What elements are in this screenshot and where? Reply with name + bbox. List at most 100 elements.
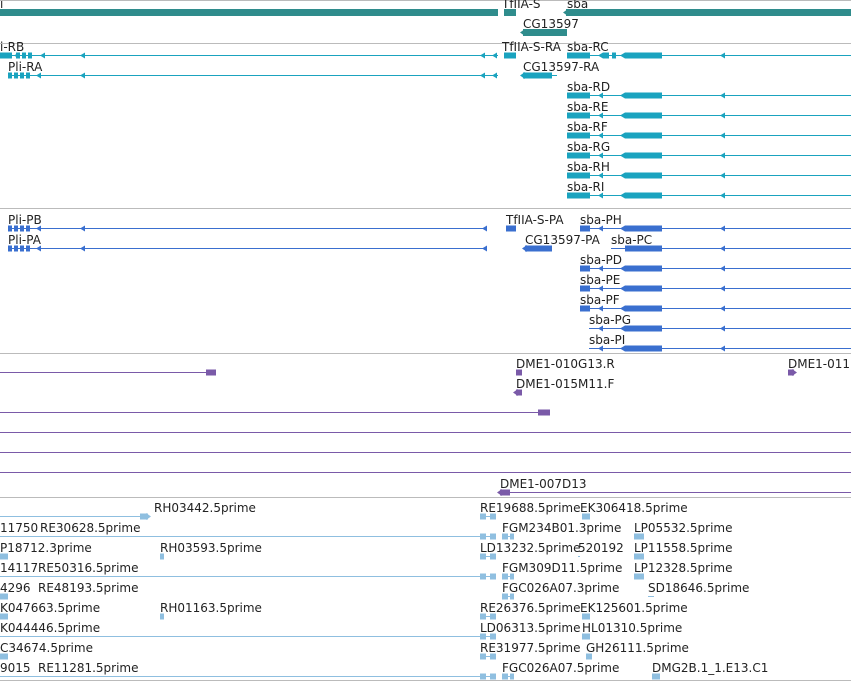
feature[interactable]: sba-PI [589,333,851,352]
feature[interactable]: sba-PG [589,313,851,332]
feature-label: P18712.3prime [0,541,92,555]
strand-arrow-left-icon [620,265,625,272]
feature[interactable]: DME1-015M11.F [513,377,614,396]
feature[interactable]: sba-RF [567,120,851,139]
feature[interactable]: DMG2B.1_1.E13.C1 [652,661,768,680]
feature[interactable]: EK306418.5prime [580,501,688,520]
feature[interactable]: sba-RE [567,100,851,119]
feature[interactable]: sba-RD [567,80,851,99]
feature[interactable] [0,409,550,416]
feature[interactable]: C34674.5prime [0,641,93,660]
feature[interactable]: K047663.5prime [0,601,100,620]
feature[interactable]: FGM309D11.5prime [502,561,622,580]
feature[interactable]: CG13597-RA [520,60,600,79]
feature[interactable]: LD13232.5prime [480,541,581,560]
feature[interactable]: LP11558.5prime [634,541,733,560]
feature[interactable]: RE31977.5prime [480,641,581,660]
exon-block [26,225,30,232]
exon-block [625,192,662,199]
feature[interactable]: GH26111.5prime [586,641,689,660]
feature[interactable]: CG13597-PA [522,233,601,252]
feature[interactable]: RE30628.5prime [40,521,141,535]
feature[interactable]: sba-PC [611,233,851,252]
feature[interactable]: LD06313.5prime [480,621,581,635]
strand-arrow-left-icon [720,112,725,119]
feature[interactable]: P18712.3prime [0,541,92,560]
feature[interactable] [0,369,216,376]
feature-label: C34674.5prime [0,641,93,655]
feature[interactable]: SD18646.5prime [648,581,749,597]
strand-arrow-left-icon [620,345,625,352]
feature[interactable]: sba-PE [580,273,851,292]
feature[interactable]: TfIIA-S [501,0,541,16]
feature[interactable]: RE48193.5prime [38,581,139,595]
feature-label: sba-PC [611,233,652,247]
feature[interactable]: TfIIA-S-PA [505,213,564,232]
feature[interactable]: 520192 [578,541,624,557]
feature-label: LD13232.5prime [480,541,581,555]
feature-label: RE30628.5prime [40,521,141,535]
feature[interactable]: CG13597 [520,17,579,36]
feature[interactable]: RH03442.5prime [154,501,256,515]
feature[interactable]: Pli-PA [8,233,487,252]
exon-block [788,369,794,376]
feature-label: EK306418.5prime [580,501,688,515]
feature[interactable]: sba-RG [567,140,851,159]
feature[interactable]: RH03593.5prime [160,541,262,560]
feature[interactable]: DME1-007D13 [497,477,851,496]
feature-label: HL01310.5prime [582,621,682,635]
strand-arrow-left-icon [40,52,45,59]
feature[interactable]: 14117 [0,561,496,580]
feature[interactable]: sba-RH [567,160,851,179]
feature[interactable]: DME1-011 [788,357,850,376]
strand-arrow-left-icon [598,265,603,272]
feature[interactable]: 9015 [0,661,496,680]
exon-block [480,673,486,680]
feature[interactable]: FGC026A07.3prime [502,581,619,600]
feature[interactable]: 4296 [0,581,31,600]
feature[interactable]: i-RB [0,40,498,59]
feature-label: sba-PI [589,333,625,347]
feature[interactable]: TfIIA-S-RA [501,40,562,59]
exon-block [0,653,8,660]
feature[interactable]: sba-RI [567,180,851,199]
feature[interactable]: sba-RC [567,40,851,59]
feature[interactable]: LP12328.5prime [634,561,733,580]
feature[interactable]: LP05532.5prime [634,521,733,540]
strand-arrow-left-icon [598,305,603,312]
feature-label: CG13597-PA [525,233,601,247]
feature[interactable]: RE11281.5prime [38,661,139,675]
feature[interactable]: RE50316.5prime [38,561,139,575]
feature[interactable]: sba-PF [580,293,851,312]
feature[interactable]: Pli-RA [8,60,498,79]
feature[interactable]: HL01310.5prime [582,621,682,640]
feature[interactable] [0,513,151,520]
feature-label: RH03442.5prime [154,501,256,515]
feature-label: sba-RF [567,120,608,134]
feature[interactable]: EK125601.5prime [580,601,688,620]
feature[interactable]: RE26376.5prime [480,601,581,620]
feature-label: RE11281.5prime [38,661,139,675]
feature[interactable]: RH01163.5prime [160,601,262,620]
exon-block [510,533,514,540]
feature[interactable]: 11750 [0,521,496,540]
exon-block [580,305,590,312]
exon-block [580,225,590,232]
feature[interactable]: i [0,0,498,16]
feature-label: FGC026A07.5prime [502,661,619,675]
feature[interactable]: K044446.5prime [0,621,496,640]
feature[interactable]: FGC026A07.5prime [502,661,619,680]
feature[interactable]: sba-PH [580,213,851,232]
feature[interactable]: DME1-010G13.R [516,357,615,376]
exon-block [8,245,12,252]
feature[interactable]: Pli-PB [8,213,487,232]
feature[interactable]: sba [563,0,851,16]
exon-block [567,112,590,119]
feature-label: DME1-007D13 [500,477,587,491]
exon-block [140,513,148,520]
feature[interactable]: FGM234B01.3prime [502,521,621,540]
exon-block [160,613,164,620]
feature[interactable]: sba-PD [580,253,851,272]
feature[interactable]: RE19688.5prime [480,501,581,520]
